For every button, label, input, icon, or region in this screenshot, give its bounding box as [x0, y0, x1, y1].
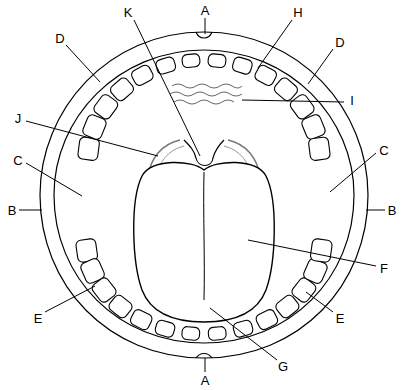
part-letter: D: [334, 35, 345, 50]
philtrum: [196, 32, 212, 38]
tooth: [154, 319, 176, 338]
tooth: [308, 137, 331, 161]
tooth: [130, 63, 155, 87]
palate-ridge: [170, 92, 242, 96]
tooth: [77, 137, 100, 161]
leader-line: [205, 18, 206, 34]
part-letter: H: [292, 5, 303, 20]
palate-ridge: [174, 100, 234, 104]
leader-line: [308, 49, 333, 84]
leader-line: [242, 100, 344, 102]
part-letter: B: [7, 203, 18, 218]
tooth: [208, 326, 227, 340]
part-letter: E: [335, 311, 346, 326]
part-letter: G: [277, 359, 289, 374]
tongue-median-line: [203, 172, 205, 300]
leader-line: [134, 20, 200, 156]
tongue: [134, 162, 275, 322]
part-letter: A: [200, 3, 211, 18]
inner-lip: [54, 50, 354, 343]
leader-line: [66, 45, 100, 82]
lower-lip-notch: [196, 354, 212, 359]
tooth: [182, 53, 201, 68]
part-letter: D: [54, 31, 65, 46]
tooth: [155, 56, 177, 75]
leader-line: [306, 292, 333, 312]
leader-line: [210, 308, 277, 360]
leader-line: [19, 210, 42, 211]
outer-lip: [40, 32, 368, 358]
tooth: [208, 53, 227, 68]
leader-line: [366, 210, 385, 211]
leader-line: [248, 240, 376, 266]
part-letter: F: [379, 261, 389, 276]
tooth: [129, 308, 154, 331]
part-letter: B: [387, 203, 398, 218]
leader-line: [45, 286, 95, 312]
leader-line: [330, 153, 376, 192]
part-letter: A: [200, 373, 211, 388]
leader-line: [258, 20, 292, 68]
tooth: [310, 238, 333, 263]
tooth: [232, 319, 254, 338]
part-letter: E: [33, 311, 44, 326]
teeth: [75, 53, 332, 340]
leader-line: [205, 358, 206, 372]
tooth: [254, 308, 279, 331]
tooth: [231, 56, 253, 75]
part-letter: I: [349, 93, 355, 108]
tooth: [181, 326, 200, 340]
tooth: [108, 76, 135, 103]
part-letter: C: [378, 143, 389, 158]
part-letter: K: [123, 5, 134, 20]
part-letter: C: [12, 153, 23, 168]
part-letter: J: [14, 111, 23, 126]
uvula: [184, 140, 224, 166]
leader-line: [26, 121, 158, 156]
leader-line: [26, 163, 82, 196]
tooth: [300, 113, 326, 140]
palate-ridge: [172, 84, 242, 88]
tooth: [253, 64, 278, 88]
tooth: [107, 293, 134, 320]
